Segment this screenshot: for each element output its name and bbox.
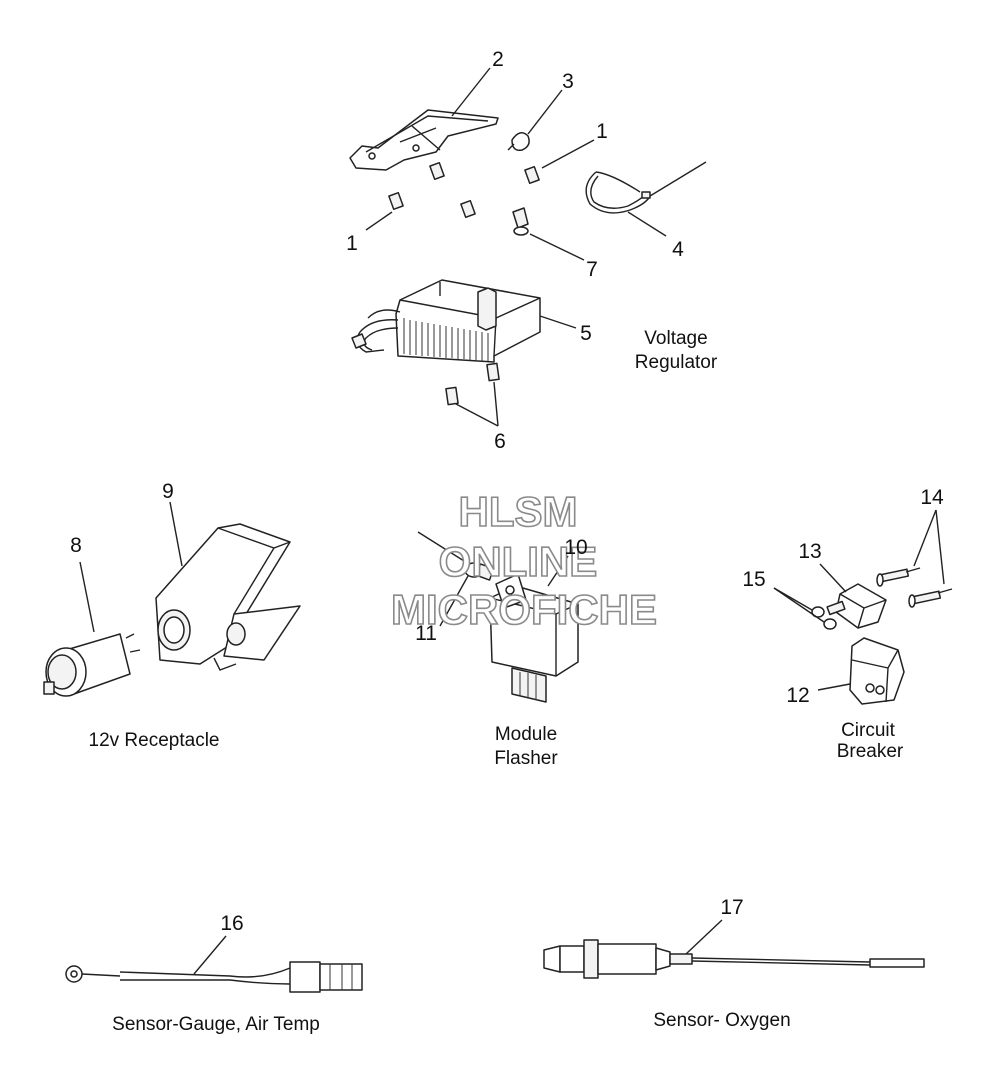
nuts-part-15: [811, 606, 837, 630]
caption-voltage-line1: Voltage: [644, 328, 707, 349]
receptacle-socket-part-8: [43, 633, 141, 697]
flasher-module-part-10: [489, 573, 579, 703]
callout-8: 8: [70, 534, 82, 557]
callout-17: 17: [720, 896, 743, 919]
callout-5: 5: [580, 322, 592, 345]
callout-3: 3: [562, 70, 574, 93]
circuit-breaker-part-13: [826, 583, 887, 629]
watermark-line3: MICROFICHE: [391, 586, 657, 633]
caption-module-line1: Module: [495, 724, 557, 745]
circuit-breaker-part-12: [849, 637, 905, 705]
callout-2: 2: [492, 48, 504, 71]
pin-part-11: [417, 531, 495, 581]
caption-sensor-gauge: Sensor-Gauge, Air Temp: [112, 1014, 320, 1035]
receptacle-housing-part-9: [155, 523, 301, 671]
callout-6: 6: [494, 430, 506, 453]
caption-breaker-line1: Circuit: [841, 720, 896, 741]
rivets-part-14: [876, 567, 953, 608]
callout-7: 7: [586, 258, 598, 281]
air-temp-sensor-part-16: [65, 961, 363, 993]
screws-part-6: [445, 362, 500, 406]
caption-sensor-oxygen: Sensor- Oxygen: [653, 1010, 790, 1031]
fastener-part-7: [512, 207, 529, 236]
heat-sink-fins: [403, 318, 489, 361]
callout-10: 10: [564, 536, 587, 559]
voltage-regulator-part-5: [351, 279, 541, 363]
clip-part-3: [507, 132, 530, 152]
callout-11: 11: [415, 622, 437, 645]
callout-12: 12: [786, 684, 809, 707]
callout-1-left: 1: [346, 232, 358, 255]
caption-voltage-line2: Regulator: [635, 352, 718, 373]
caption-receptacle: 12v Receptacle: [89, 730, 220, 751]
caption-breaker-line2: Breaker: [837, 741, 904, 762]
callout-1-right: 1: [596, 120, 608, 143]
callout-14: 14: [920, 486, 944, 509]
callout-4: 4: [672, 238, 684, 261]
callout-13: 13: [798, 540, 821, 563]
screws-part-1: [388, 161, 540, 219]
watermark-line1: HLSM: [459, 488, 578, 535]
cable-tie-part-4: [585, 161, 707, 214]
callout-15: 15: [742, 568, 765, 591]
callout-16: 16: [220, 912, 243, 935]
caption-module-line2: Flasher: [494, 748, 558, 769]
mounting-bracket-part-2: [349, 109, 499, 171]
watermark-line2: ONLINE: [439, 538, 598, 585]
callout-9: 9: [162, 480, 174, 503]
oxygen-sensor-part-17: [543, 939, 925, 979]
